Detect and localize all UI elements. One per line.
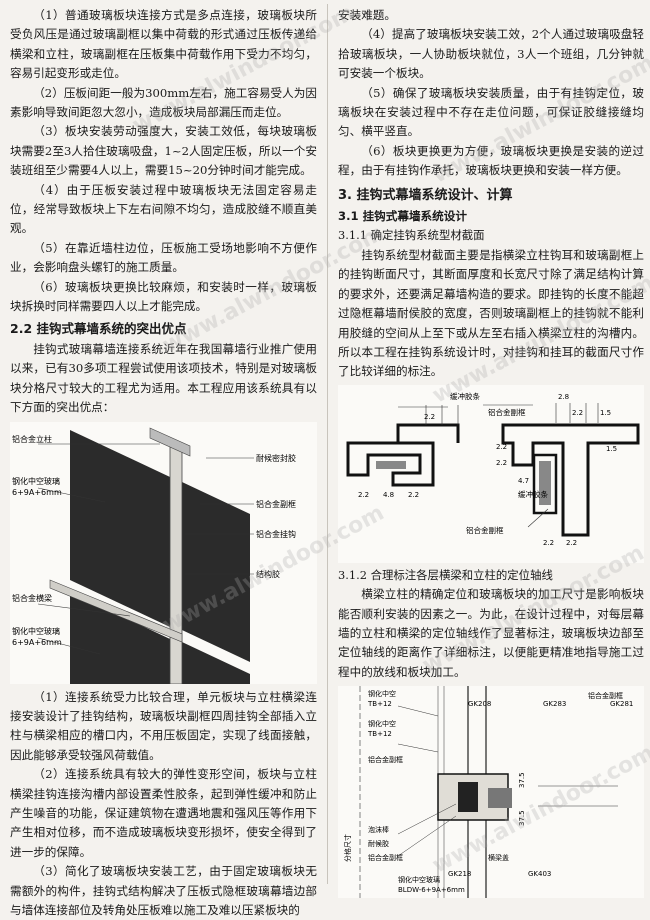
label-subframe-c: 铝合金副框 bbox=[368, 853, 403, 862]
dim-37-5-b: 37.5 bbox=[518, 811, 526, 827]
heading-3-1-2: 3.1.2 合理标注各层横梁和立柱的定位轴线 bbox=[338, 567, 553, 582]
glass-panel-bottom-left bbox=[70, 591, 170, 684]
dim-10: 4.7 bbox=[518, 477, 529, 485]
para-continued: 安装难题。 bbox=[338, 8, 396, 22]
para-l3: （3）板块安装劳动强度大，安装工效低，每块玻璃板块需要2至3人拾住玻璃吸盘，1~… bbox=[10, 124, 317, 178]
label-aluminum-subframe: 铝合金副框 bbox=[256, 499, 296, 509]
figure-axis-detail: 钢化中空 TB+12 钢化中空 TB+12 GK208 GK283 GK281 … bbox=[338, 686, 644, 899]
para-l6: （6）玻璃板块更换比较麻烦，和安装时一样，玻璃板块拆换时同样需要四人以上才能完成… bbox=[10, 279, 317, 314]
label-tb12-1: TB+12 bbox=[367, 700, 392, 708]
dim-1: 2.2 bbox=[424, 413, 435, 421]
label-subframe-2: 铝合金副框 bbox=[488, 407, 526, 417]
label-gk208: GK208 bbox=[468, 700, 491, 708]
dim-6: 2.2 bbox=[496, 459, 507, 467]
label-tempered-insulating-2: 钢化中空 bbox=[368, 719, 396, 728]
column-divider bbox=[327, 4, 328, 884]
label-aluminum-hook: 铝合金挂钩 bbox=[256, 529, 296, 539]
heading-3-1-1: 3.1.1 确定挂钩系统型材截面 bbox=[338, 228, 485, 243]
para-l1: （1）普通玻璃板块连接方式是多点连接，玻璃板块所受负风压是通过玻璃副框以集中荷载… bbox=[10, 8, 317, 81]
glass-panel-bottom-right bbox=[182, 641, 250, 684]
heading-3-1: 3.1 挂钩式幕墙系统设计 bbox=[338, 209, 467, 224]
dim-7: 2.2 bbox=[358, 491, 369, 499]
label-bldw-spec: BLDW-6+9A+6mm bbox=[398, 886, 465, 894]
label-weather-glue: 耐候胶 bbox=[368, 839, 389, 848]
label-buffer-strip-2: 缓冲胶条 bbox=[518, 489, 548, 499]
glass-panel-top-left bbox=[70, 429, 170, 627]
label-beam-cover: 横梁盖 bbox=[488, 853, 509, 862]
label-weather-sealant: 耐候密封胶 bbox=[256, 453, 296, 463]
dim-2: 2.8 bbox=[558, 393, 569, 401]
label-gk281: GK281 bbox=[610, 700, 633, 708]
para-r6: （6）板块更换更为方便，玻璃板块更换是安装的逆过程，由于有挂钩作承托，玻璃板块更… bbox=[338, 143, 644, 178]
label-aluminum-column: 铝合金立柱 bbox=[12, 434, 52, 444]
label-glass-spec-2: 6+9A+6mm bbox=[12, 638, 62, 647]
label-tb12-2: TB+12 bbox=[367, 730, 392, 738]
label-subframe-a: 铝合金副框 bbox=[368, 755, 403, 764]
label-gk218: GK218 bbox=[448, 870, 471, 878]
figure-hook-section: 缓冲胶条 铝合金副框 缓冲胶条 铝合金副框 2.2 2.8 2.2 1.5 2.… bbox=[338, 384, 644, 563]
para-l5: （5）在靠近墙柱边位，压板施工受场地影响不方便作业，会影响盘头螺钉的施工质量。 bbox=[10, 240, 317, 275]
dim-8: 4.8 bbox=[383, 491, 394, 499]
label-subframe-b: 铝合金副框 bbox=[588, 691, 623, 700]
para-lb3: （3）简化了玻璃板块安装工艺，由于固定玻璃板块无需额外的构件，挂钩式结构解决了压… bbox=[10, 864, 317, 917]
label-tempered-insulating-glass: 钢化中空玻璃 bbox=[398, 875, 440, 884]
label-glass-spec-1: 6+9A+6mm bbox=[12, 488, 62, 497]
figure-facade-3d: 铝合金立柱 钢化中空玻璃 6+9A+6mm 铝合金横梁 钢化中空玻璃 6+9A+… bbox=[10, 421, 317, 684]
aluminum-beam bbox=[49, 579, 183, 642]
label-gk403: GK403 bbox=[528, 870, 551, 878]
label-foam-rod: 泡沫棒 bbox=[368, 825, 389, 834]
dim-9: 2.2 bbox=[408, 491, 419, 499]
label-grid-size: 分格尺寸 bbox=[343, 834, 352, 862]
left-column: （1）普通玻璃板块连接方式是多点连接，玻璃板块所受负风压是通过玻璃副框以集中荷载… bbox=[10, 6, 317, 920]
facade-3d-diagram: 铝合金立柱 钢化中空玻璃 6+9A+6mm 铝合金横梁 钢化中空玻璃 6+9A+… bbox=[12, 427, 296, 684]
label-tempered-glass-1: 钢化中空玻璃 bbox=[12, 476, 60, 486]
aluminum-column bbox=[169, 440, 183, 684]
glass-panel-top-right bbox=[182, 481, 250, 662]
dim-4: 1.5 bbox=[600, 409, 611, 417]
label-tempered-insulating-1: 钢化中空 bbox=[368, 689, 396, 698]
label-aluminum-beam: 铝合金横梁 bbox=[12, 593, 52, 603]
heading-3: 3. 挂钩式幕墙系统设计、计算 bbox=[338, 187, 513, 203]
para-l4: （4）由于压板安装过程中玻璃板块无法固定容易走位，经常导致板块上下左右间隙不均匀… bbox=[10, 182, 317, 236]
hook-section-diagram: 缓冲胶条 铝合金副框 缓冲胶条 铝合金副框 2.2 2.8 2.2 1.5 2.… bbox=[346, 391, 640, 547]
dim-5: 2.2 bbox=[496, 443, 507, 451]
para-3-1-1: 挂钩系统型材截面主要是指横梁立柱钩耳和玻璃副框上的挂钩断面尺寸，其断面厚度和长宽… bbox=[338, 247, 644, 379]
para-l2: （2）压板间距一般为300mm左右，施工容易受人为因素影响导致间距忽大忽小，造成… bbox=[10, 85, 317, 120]
dim-11: 2.2 bbox=[543, 539, 554, 547]
label-structural-sealant: 结构胶 bbox=[256, 569, 280, 579]
para-r5: （5）确保了玻璃板块安装质量，由于有挂钩定位，玻璃板块在安装过程中不存在走位问题… bbox=[338, 85, 644, 139]
label-gk283: GK283 bbox=[543, 700, 566, 708]
dim-3: 2.2 bbox=[572, 409, 583, 417]
left-hook-profile bbox=[346, 441, 435, 487]
dim-37-5-a: 37.5 bbox=[518, 773, 526, 789]
dim-13: 1.5 bbox=[606, 445, 617, 453]
para-2-2: 挂钩式玻璃幕墙连接系统近年在我国幕墙行业推广使用以来，已有30多项工程尝试使用该… bbox=[10, 341, 317, 415]
label-subframe-1: 铝合金副框 bbox=[466, 525, 504, 535]
heading-2-2: 2.2 挂钩式幕墙系统的突出优点 bbox=[10, 320, 187, 336]
para-r4: （4）提高了玻璃板块安装工效，2个人通过玻璃吸盘轻拾玻璃板块，一人协助板块就位，… bbox=[338, 27, 644, 81]
label-buffer-strip-1: 缓冲胶条 bbox=[450, 391, 480, 401]
axis-detail-diagram: 钢化中空 TB+12 钢化中空 TB+12 GK208 GK283 GK281 … bbox=[343, 686, 633, 899]
para-3-1-2: 横梁立柱的精确定位和玻璃板块的加工尺寸是影响板块能否顺利安装的因素之一。为此，在… bbox=[338, 587, 644, 679]
label-tempered-glass-2: 钢化中空玻璃 bbox=[12, 626, 60, 636]
right-column: 安装难题。 （4）提高了玻璃板块安装工效，2个人通过玻璃吸盘轻拾玻璃板块，一人协… bbox=[338, 6, 644, 899]
para-lb1: （1）连接系统受力比较合理，单元板块与立柱横梁连接安装设计了挂钩结构，玻璃板块副… bbox=[10, 689, 317, 762]
right-hook-profile bbox=[501, 423, 640, 537]
para-lb2: （2）连接系统具有较大的弹性变形空间，板块与立柱横梁挂钩连接沟槽内部设置柔性胶条… bbox=[10, 767, 317, 859]
dim-12: 2.2 bbox=[566, 539, 577, 547]
